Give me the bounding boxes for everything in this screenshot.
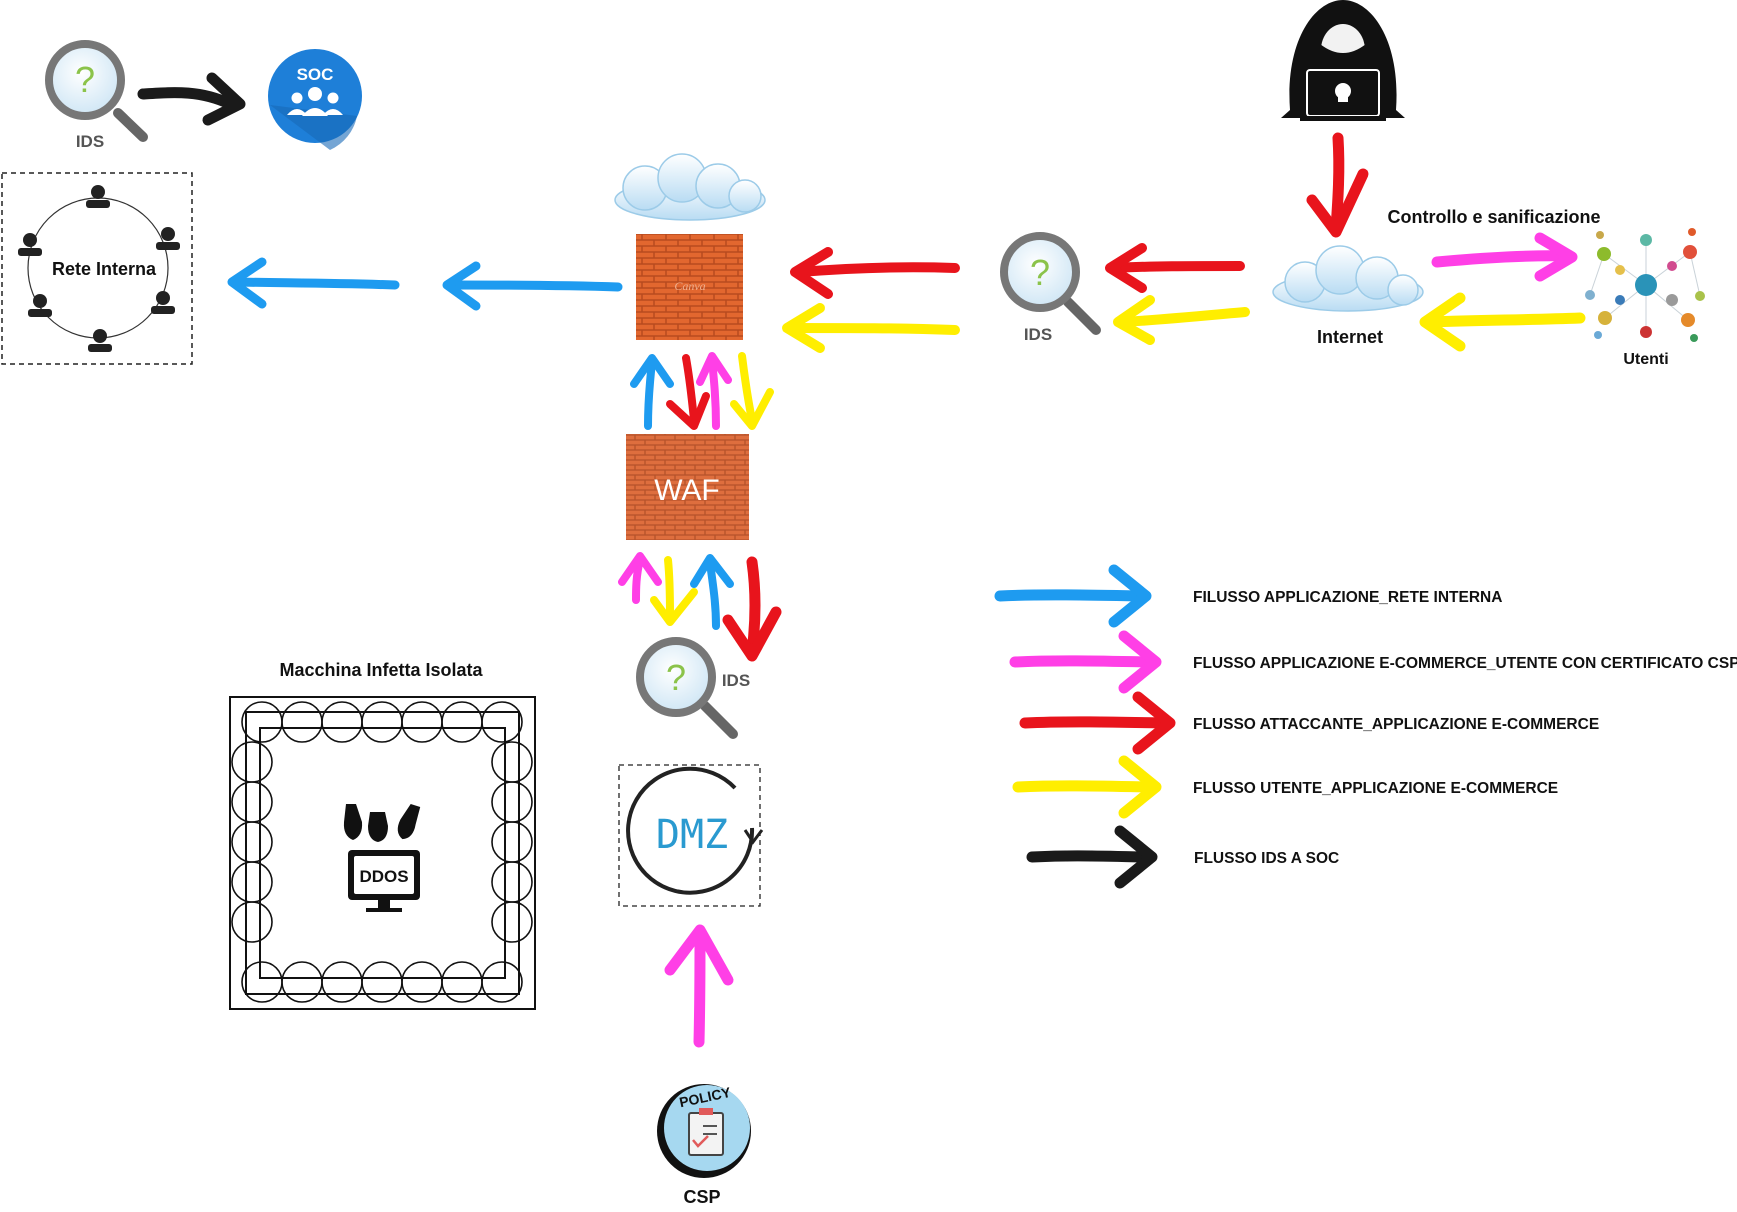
dmz-cycle-icon <box>626 766 755 895</box>
policy-clipboard-icon: POLICY <box>657 1084 751 1178</box>
soc-label: SOC <box>297 65 334 84</box>
legend: FILUSSO APPLICAZIONE_RETE INTERNA FLUSSO … <box>994 564 1737 889</box>
legend-arrowhead <box>1118 755 1162 819</box>
dmz-label: DMZ <box>656 812 728 858</box>
legend-label: FLUSSO ATTACCANTE_APPLICAZIONE E-COMMERC… <box>1193 716 1599 733</box>
rete-interna-label: Rete Interna <box>52 259 157 279</box>
ids-magnifier-icon: ? <box>45 40 148 142</box>
dmz-node: DMZ <box>618 764 764 907</box>
ids-magnifier-icon: ? <box>1000 232 1101 335</box>
svg-text:?: ? <box>75 59 95 100</box>
arrows-ids-to-firewall <box>782 247 960 353</box>
svg-text:Canva: Canva <box>674 279 705 293</box>
arrow-hacker-to-internet <box>1306 132 1369 238</box>
legend-item: FLUSSO UTENTE_APPLICAZIONE E-COMMERCE <box>1012 755 1558 819</box>
soc-node: SOC <box>268 49 362 150</box>
macchina-label: Macchina Infetta Isolata <box>279 660 483 680</box>
svg-text:?: ? <box>1030 252 1050 293</box>
legend-arrow <box>994 589 1146 602</box>
arrows-firewall-to-rete <box>227 257 623 311</box>
arrow-csp-to-dmz <box>664 924 734 1048</box>
arrows-internet-to-ids <box>1105 243 1250 345</box>
cloud-icon <box>1272 245 1424 312</box>
internet-node: Internet <box>1272 245 1424 347</box>
legend-arrowhead <box>1132 691 1176 755</box>
ids-top-left-node: ? IDS <box>45 40 148 151</box>
ddos-label: DDOS <box>359 867 408 886</box>
legend-arrow <box>1019 716 1170 729</box>
legend-item: FILUSSO APPLICAZIONE_RETE INTERNA <box>994 564 1502 628</box>
controllo-label: Controllo e sanificazione <box>1387 207 1600 227</box>
firewall-brick-icon <box>636 234 743 340</box>
hacker-node <box>1281 0 1405 121</box>
csp-node: POLICY CSP <box>657 1084 751 1207</box>
legend-arrow <box>1026 850 1152 863</box>
user-network-icon <box>1585 228 1705 342</box>
legend-arrow <box>1009 655 1156 668</box>
barbed-wire-icon <box>229 696 536 1010</box>
ids-top-left-label: IDS <box>76 132 104 151</box>
legend-arrow <box>1012 780 1156 793</box>
waf-brick-icon <box>626 434 749 540</box>
ids-right-node: ? IDS <box>1000 232 1101 344</box>
arrow-ids-to-soc <box>137 72 246 126</box>
internet-label: Internet <box>1317 327 1383 347</box>
legend-label: FLUSSO APPLICAZIONE E-COMMERCE_UTENTE CO… <box>1193 655 1737 672</box>
isolated-machine-node: DDOS <box>229 696 536 1010</box>
legend-arrowhead <box>1108 564 1152 628</box>
cloud-icon <box>614 153 766 221</box>
arrows-firewall-waf <box>630 352 774 430</box>
arrows-waf-ids <box>618 552 782 662</box>
legend-label: FILUSSO APPLICAZIONE_RETE INTERNA <box>1193 589 1502 606</box>
firewall-cloud-node: Canva <box>614 153 766 340</box>
svg-text:?: ? <box>666 657 686 698</box>
legend-label: FLUSSO IDS A SOC <box>1194 850 1339 867</box>
legend-label: FLUSSO UTENTE_APPLICAZIONE E-COMMERCE <box>1193 780 1558 797</box>
ids-right-label: IDS <box>1024 325 1052 344</box>
person-icons <box>18 185 180 352</box>
ids-center-node: ? IDS <box>636 637 750 739</box>
ids-center-label: IDS <box>722 671 750 690</box>
waf-node: WAF <box>626 434 749 540</box>
utenti-label: Utenti <box>1623 351 1668 368</box>
legend-arrowhead <box>1114 825 1158 889</box>
utenti-node: Utenti <box>1585 228 1705 368</box>
team-icon <box>287 87 343 116</box>
csp-label: CSP <box>683 1187 720 1207</box>
legend-item: FLUSSO IDS A SOC <box>1026 825 1339 889</box>
legend-arrowhead <box>1118 630 1162 694</box>
waf-label: WAF <box>654 474 720 507</box>
legend-item: FLUSSO ATTACCANTE_APPLICAZIONE E-COMMERC… <box>1019 691 1599 755</box>
hacker-laptop-icon <box>1281 0 1405 121</box>
rete-interna-box: Rete Interna <box>1 172 193 365</box>
ddos-bombs-monitor-icon: DDOS <box>343 803 421 912</box>
arrows-utenti-internet <box>1419 232 1586 352</box>
legend-item: FLUSSO APPLICAZIONE E-COMMERCE_UTENTE CO… <box>1009 630 1737 694</box>
ids-magnifier-icon: ? <box>636 637 738 739</box>
